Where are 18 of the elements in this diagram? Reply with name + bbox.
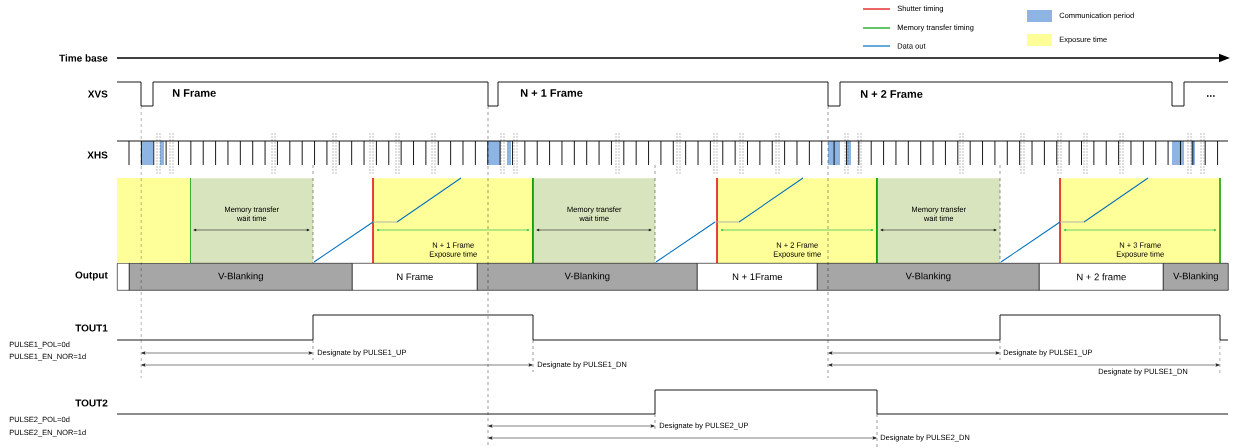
output-frame-box: N Frame	[352, 263, 478, 291]
frame-label: N Frame	[172, 89, 216, 97]
signal-name: Output	[75, 271, 108, 281]
output-frame-box: N + 2 frame	[1039, 263, 1164, 291]
frame-label: N + 2 Frame	[860, 90, 923, 98]
signal-name: Time base	[59, 54, 108, 62]
signal-name: TOUT2	[75, 399, 108, 407]
signal-name: TOUT1	[75, 324, 108, 332]
v-blanking-box: V-Blanking	[477, 263, 698, 291]
signal-name: XHS	[87, 151, 108, 159]
continuation-mark: ...	[1206, 95, 1215, 97]
blank-box	[117, 263, 130, 291]
v-blanking-box: V-Blanking	[129, 263, 353, 291]
output-frame-box: N + 1Frame	[697, 263, 818, 291]
signal-name: XVS	[87, 90, 108, 98]
v-blanking-box: V-Blanking	[1163, 263, 1229, 291]
v-blanking-box: V-Blanking	[817, 263, 1040, 291]
frame-label: N + 1 Frame	[520, 89, 583, 97]
